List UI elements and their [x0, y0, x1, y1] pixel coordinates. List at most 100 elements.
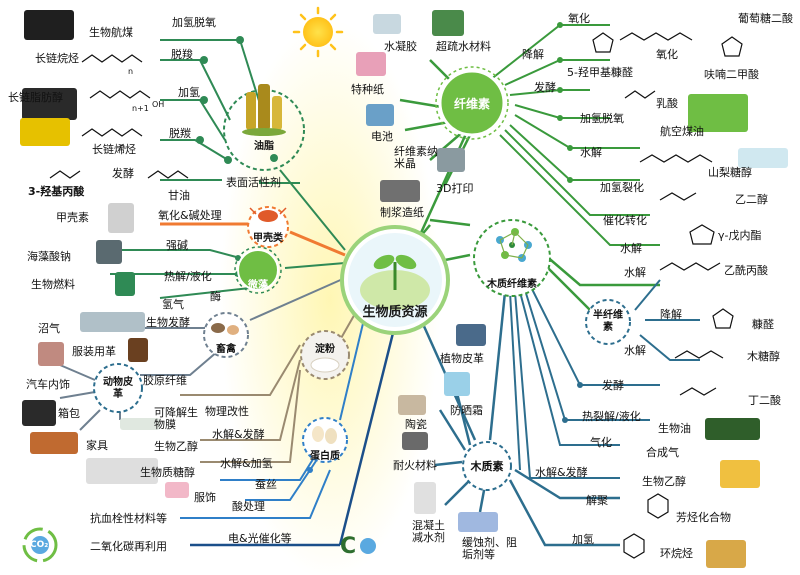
papermaking-label: 制浆造纸	[380, 206, 424, 219]
glucaric-label: 葡萄糖二酸	[738, 12, 793, 25]
starch-hydro-ferment-label: 水解&发酵	[212, 428, 265, 441]
ethanol-image	[720, 460, 760, 488]
sorbitol-label: 山梨糖醇	[708, 166, 752, 179]
biofermentation-label: 生物发酵	[146, 316, 190, 329]
concrete-label: 混凝土减水剂	[412, 519, 445, 544]
corrosion-label: 缓蚀剂、阻垢剂等	[462, 536, 517, 561]
protein-label: 蛋白质	[310, 450, 340, 462]
hemi-bioethanol-label: 生物乙醇	[642, 475, 686, 488]
candy-image	[738, 148, 788, 168]
battery-image	[366, 104, 394, 126]
cellulose-hydrolysis-label: 水解	[580, 146, 602, 159]
livestock-icon	[211, 323, 239, 335]
fatty-alcohol-barrels-image	[22, 88, 77, 120]
biodegradable-film-label: 可降解生物膜	[154, 406, 198, 431]
chitosan-label: 甲壳素	[56, 211, 89, 224]
chem-n1-label: n+1	[132, 104, 149, 113]
aromatic-label: 芳烃化合物	[676, 511, 731, 524]
succinic-label: 丁二酸	[748, 394, 781, 407]
center-title: 生物质资源	[362, 304, 428, 320]
hemi-pyrolysis-label: 热裂解/液化	[582, 410, 641, 423]
algae-hub	[237, 249, 279, 291]
xylitol-label: 木糖醇	[747, 350, 780, 363]
cycloalkane-label: 环烷烃	[660, 547, 693, 560]
chem-n-label-2: n	[120, 142, 126, 151]
bag-image	[22, 400, 56, 426]
bio-oil-barrels-image	[705, 418, 760, 440]
anticoag-label: 抗血栓性材料等	[90, 512, 167, 525]
hydrogel-image	[373, 14, 401, 34]
lignin-hub	[462, 441, 512, 491]
ethylene-glycol-label: 乙二醇	[735, 193, 768, 206]
lignin-hydrogenation-label: 加氢	[572, 533, 594, 546]
lignocellulose-label: 木质纤维素	[487, 278, 537, 290]
modification-label: 物理改性	[205, 405, 249, 418]
co2-logo-icon: C	[340, 534, 376, 559]
plant-leather-label: 植物皮革	[440, 352, 484, 365]
bags-label: 箱包	[58, 407, 80, 420]
enzyme-label: 酶	[210, 290, 221, 303]
lignocellulose-hydrolysis-label: 水解	[620, 242, 642, 255]
biosugar-label: 生物质糖醇	[140, 466, 195, 479]
chitin-hub	[247, 206, 289, 248]
hmf-label: 5-羟甲基糠醛	[567, 66, 633, 79]
hdo-label: 加氢脱氧	[580, 112, 624, 125]
hydrogen-label: 氢气	[162, 298, 184, 311]
hemicellulose-label: 半纤维素	[593, 310, 623, 333]
oil-hub	[223, 89, 305, 171]
lactic-label: 乳酸	[656, 97, 678, 110]
electro-label: 电&光催化等	[228, 532, 292, 545]
syngas-label: 合成气	[646, 446, 679, 459]
hydrogel-label: 水凝胶	[384, 40, 417, 53]
furniture-label: 家具	[86, 439, 108, 452]
long-alkene-label: 长链烯烃	[92, 143, 136, 156]
co2-icon-label: CO₂	[30, 540, 49, 550]
starch-label: 淀粉	[315, 343, 335, 355]
lignin-label: 木质素	[470, 460, 504, 473]
fuel-barrels-image	[24, 10, 74, 40]
superhydrophobic-label: 超疏水材料	[436, 40, 491, 53]
alginate-image	[96, 240, 122, 264]
biofilm-image	[120, 418, 160, 430]
chem-oh-label-1: OH	[152, 100, 165, 109]
sofa-image	[30, 432, 78, 454]
3d-print-label: 3D打印	[436, 182, 474, 195]
oil-label: 油脂	[254, 140, 274, 152]
gasification-label: 气化	[590, 436, 612, 449]
levulinic-label: 乙酰丙酸	[724, 264, 768, 277]
jet-fuel-image	[688, 94, 748, 132]
cellulose-label: 纤维素	[453, 96, 490, 111]
sun-icon	[292, 6, 344, 58]
hydro-hydrogen-label: 水解&加氢	[220, 457, 273, 470]
ceramic-label: 陶瓷	[405, 418, 427, 431]
refractory-label: 耐火材料	[393, 459, 437, 472]
depoly-label: 解聚	[586, 494, 608, 507]
concrete-jug-image	[414, 482, 436, 514]
gvl-label: γ-戊内酯	[718, 229, 762, 242]
oxidation-label-2: 氧化	[656, 48, 678, 61]
oil-fermentation-label: 发酵	[112, 167, 134, 180]
lignocellulose-hub	[473, 219, 551, 297]
car-interior-label: 汽车内饰	[26, 378, 70, 391]
garment-leather-label: 服装用革	[72, 345, 116, 358]
silk-label: 蚕丝	[255, 478, 277, 491]
fdca-label: 呋喃二甲酸	[704, 68, 759, 81]
plant-leather-image	[456, 324, 486, 346]
sprout-icon	[360, 254, 430, 310]
degradation-label: 降解	[522, 48, 544, 61]
superhydrophobic-image	[432, 10, 464, 36]
biojet-label: 生物航煤	[89, 26, 133, 39]
decarboxyl-label: 脱羧	[171, 48, 193, 61]
paper-mill-image	[380, 180, 420, 202]
chitosan-jar-image	[108, 203, 134, 233]
starch-bioethanol-label: 生物乙醇	[154, 440, 198, 453]
hemi-hydrolysis-label-1: 水解	[624, 266, 646, 279]
co2-reuse-label: 二氧化碳再利用	[90, 540, 167, 553]
alkene-barrels-image	[20, 118, 70, 146]
hydrocrack-label: 加氢裂化	[600, 181, 644, 194]
car-seat-image	[38, 342, 64, 366]
biofuel-can-image	[115, 272, 135, 296]
fatty-alcohol-label: 长链脂肪醇	[8, 91, 63, 104]
